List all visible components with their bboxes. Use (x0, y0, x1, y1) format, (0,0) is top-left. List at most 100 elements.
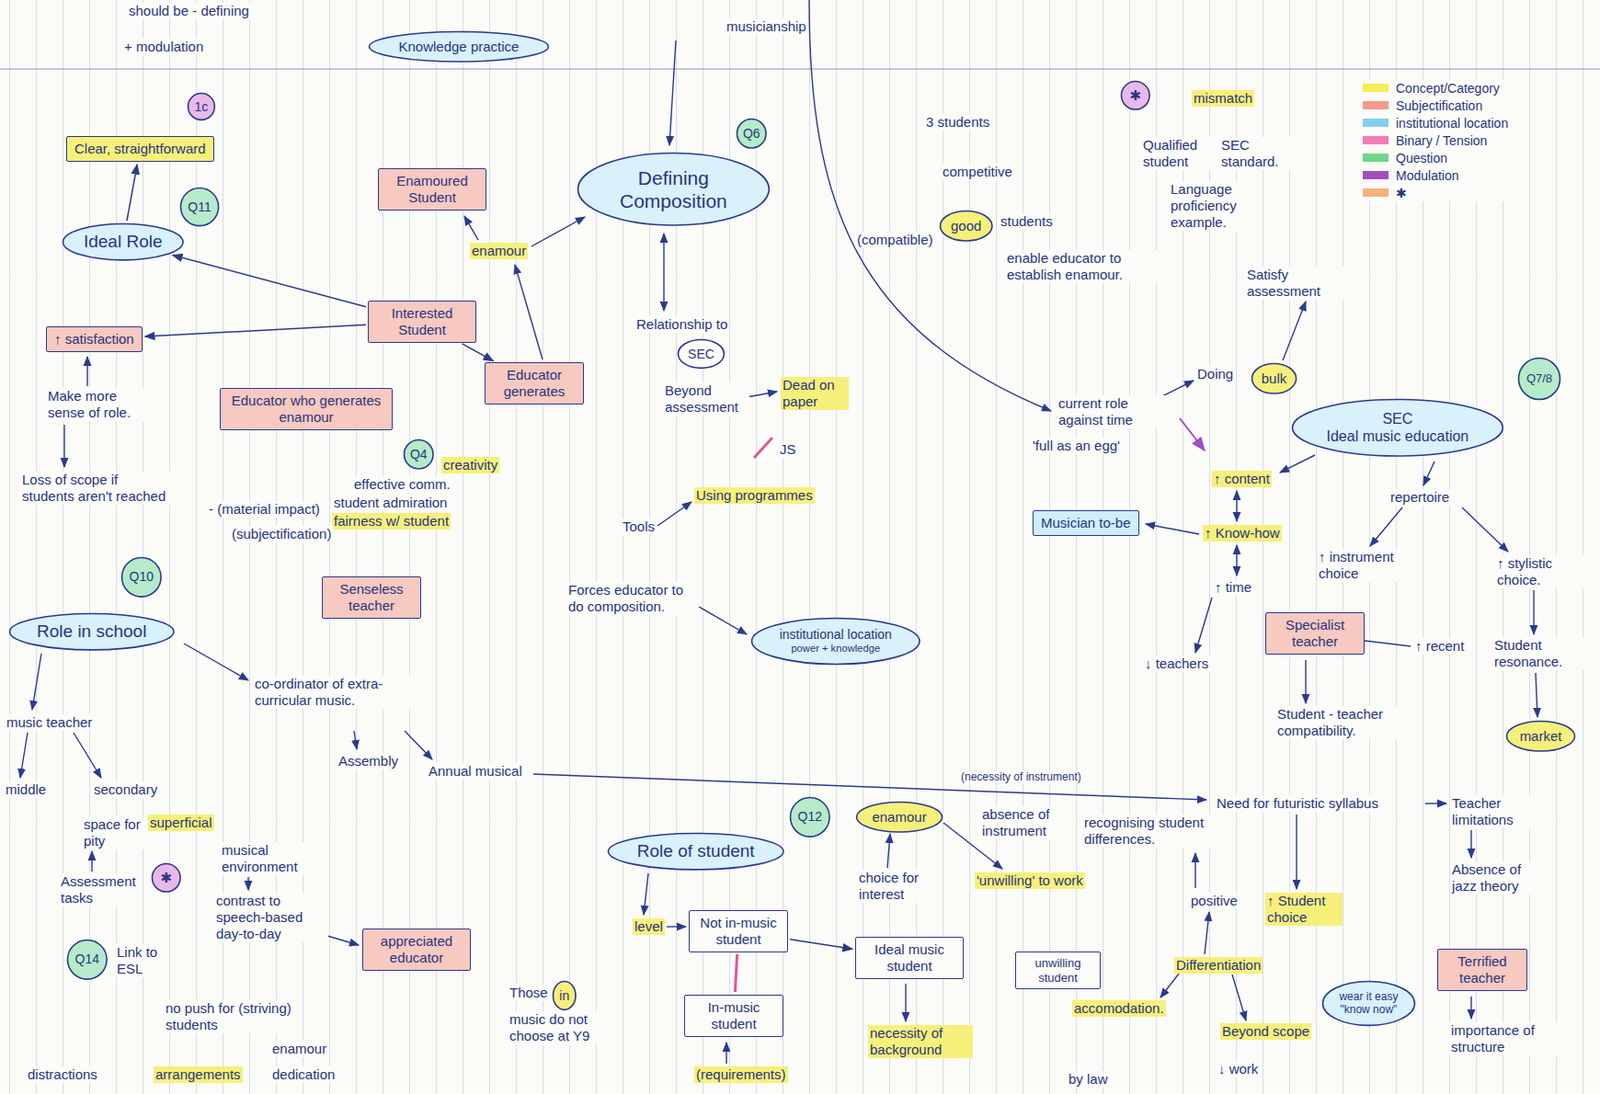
legend-text: institutional location (1395, 115, 1509, 131)
note-text: fairness w/ student (331, 513, 451, 530)
sketch-arrow (1295, 814, 1297, 890)
note-text: - (material impact) (206, 501, 322, 518)
connector (462, 343, 494, 362)
node-text: institutional location (779, 627, 892, 643)
node-text: Specialist teacher (1273, 617, 1357, 651)
legend-text: ✱ (1395, 185, 1407, 201)
node-text-group: Knowledge practice (398, 38, 519, 56)
legend-swatch (1362, 136, 1389, 145)
note-text: 'unwilling' to work (974, 872, 1086, 890)
sketch-arrow (669, 40, 676, 146)
connector (172, 255, 366, 308)
note-text: creativity (441, 457, 500, 474)
topic-ellipse: Defining Composition (576, 151, 771, 228)
node-text-group: Ideal music student (863, 941, 956, 975)
node-text-group: ✱ (160, 869, 172, 887)
legend-row: Question (1362, 148, 1509, 167)
topic-ellipse: good (938, 209, 994, 243)
node-text: Terrified teacher (1445, 953, 1520, 987)
sketch-arrow (1195, 597, 1212, 653)
sketch-arrow (91, 851, 92, 872)
note-text: (compatible) (855, 231, 936, 249)
sketch-arrow (32, 653, 42, 710)
legend-text: Modulation (1395, 168, 1460, 183)
note-text: arrangements (153, 1066, 243, 1084)
legend-text: Binary / Tension (1395, 133, 1487, 149)
concept-box: Senseless teacher (321, 576, 422, 619)
sketch-arrow (1423, 461, 1435, 486)
concept-box: Terrified teacher (1437, 948, 1528, 992)
node-text-group: good (950, 217, 982, 235)
node-text: Q6 (742, 125, 761, 142)
sketch-arrow (1280, 455, 1315, 473)
note-text: co-ordinator of extra-curricular music. (252, 675, 432, 709)
node-text-group: ✱ (1129, 87, 1142, 104)
ellipse-shape (10, 614, 174, 651)
node-text: Q10 (129, 569, 154, 585)
circle-shape (68, 940, 108, 981)
sketch-arrow (1145, 524, 1200, 535)
note-text: ↑ stylistic choice. (1495, 555, 1591, 589)
node-text-group: Educator generates (492, 366, 576, 400)
note-text: Using programmes (694, 487, 815, 504)
node-text: market (1520, 728, 1563, 745)
node-text-group: enamour (871, 809, 926, 826)
question-circle: Q6 (735, 117, 768, 150)
legend-swatch (1362, 171, 1389, 180)
node-text: Ideal music student (863, 941, 956, 975)
note-text: Student resonance. (1492, 637, 1589, 671)
topic-ellipse: Knowledge practice (367, 30, 550, 64)
note-text: JS (777, 441, 799, 458)
note-text: recognising student differences. (1082, 814, 1224, 848)
node-text-group: Not in-music student (697, 914, 780, 949)
note-text: SEC standard. (1219, 137, 1297, 171)
note-text: Relationship to (634, 316, 730, 333)
node-text-group: Role of student (637, 841, 755, 863)
note-text: middle (3, 781, 48, 799)
node-text-group: Defining Composition (608, 166, 738, 213)
question-circle: ✱ (150, 862, 183, 894)
concept-box: Specialist teacher (1265, 612, 1365, 655)
note-text: importance of structure (1449, 1022, 1564, 1056)
question-circle: Q7/8 (1517, 356, 1562, 401)
ellipse-shape (678, 340, 725, 369)
node-text-group: Q11 (187, 199, 211, 216)
connector (126, 164, 138, 221)
ellipse-outline (1291, 398, 1505, 458)
sketch-arrow (657, 502, 692, 526)
sketch-arrow (1425, 802, 1447, 804)
note-text: mismatch (1191, 90, 1255, 107)
concept-box: Educator generates (484, 362, 584, 405)
legend-row: institutional location (1362, 114, 1509, 132)
node-text: unwilling student (1023, 956, 1093, 985)
sketch-arrow (63, 424, 65, 468)
node-text: appreciated educator (370, 933, 463, 967)
note-text: 'full as an egg' (1030, 437, 1122, 455)
legend-row: Concept/Category (1362, 79, 1509, 97)
ellipse-shape (940, 211, 993, 242)
note-text: Doing (1195, 365, 1235, 383)
circle-shape (152, 864, 182, 893)
node-text-group: in (559, 988, 570, 1005)
note-text: Student - teacher compatibility. (1275, 706, 1418, 740)
topic-ellipse: market (1505, 720, 1577, 754)
sketch-arrow (1304, 660, 1306, 704)
question-circle: Q4 (402, 438, 435, 471)
note-text: competitive (940, 163, 1015, 181)
sketch-arrow (86, 356, 88, 387)
circle-shape (404, 440, 435, 470)
sketch-arrow (20, 732, 28, 778)
legend-swatch (1362, 153, 1389, 162)
node-text: Musician to-be (1040, 514, 1132, 532)
node-text-group: Specialist teacher (1273, 617, 1357, 651)
node-text-group: Ideal Role (83, 231, 163, 253)
legend-row: Modulation (1362, 166, 1509, 184)
node-text: Q4 (410, 446, 428, 463)
note-text: Assessment tasks (58, 873, 137, 907)
note-text: 3 students (924, 114, 992, 131)
node-text: Educator generates (492, 366, 576, 400)
note-text: contrast to speech-based day-to-day (214, 892, 329, 943)
margin-line (0, 68, 1600, 69)
note-text: current role against time (1056, 395, 1166, 429)
